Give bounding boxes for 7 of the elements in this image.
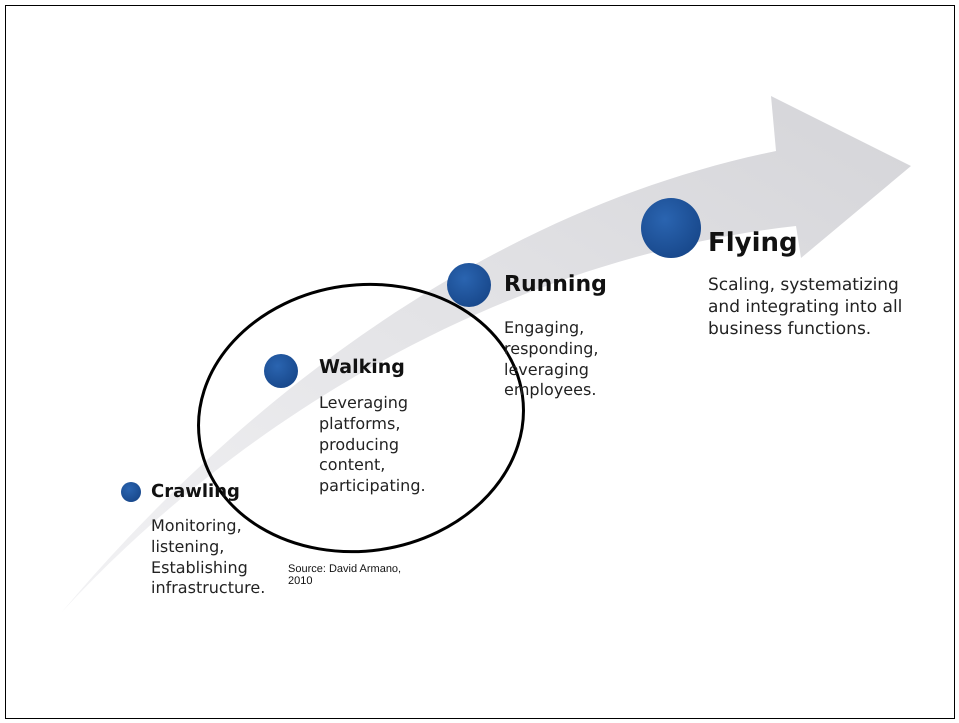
stage-description: Scaling, systematizing and integrating into all business functions.: [708, 274, 904, 340]
source-note: Source: David Armano, 2010: [288, 563, 402, 587]
stage-description: Leveraging platforms, producing content, participating.: [319, 393, 427, 497]
stage-heading: Walking: [319, 356, 405, 378]
stage-heading: Running: [504, 272, 607, 297]
stage-description: Monitoring, listening, Establishing infrastructure.: [151, 516, 266, 600]
stage-heading: Flying: [708, 228, 798, 258]
